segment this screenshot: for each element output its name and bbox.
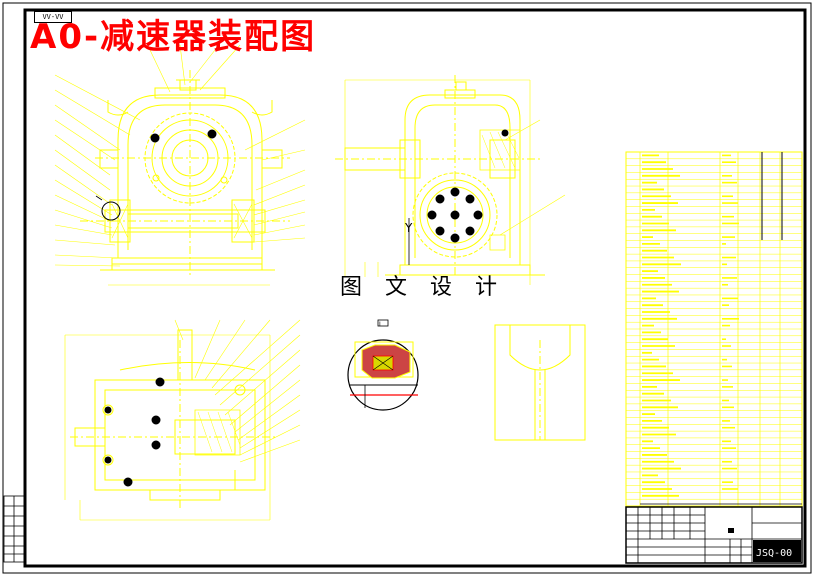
detail-circle-marker: [101, 201, 121, 221]
sheet-border-inner: [23, 8, 807, 568]
drawing-number-cell: [753, 540, 801, 562]
front-view: [54, 44, 306, 286]
bolt-hole-pattern: [427, 129, 509, 243]
sheet-tag: VV-VV: [34, 11, 72, 23]
left-revision-block: [3, 495, 25, 563]
parts-list-table: [625, 151, 803, 507]
top-view: [64, 319, 301, 521]
part-section-view: [494, 324, 586, 441]
watermark-caption: 图 文 设 计: [338, 275, 507, 300]
drawing-title: A0-减速器装配图: [30, 17, 317, 57]
detail-view: I: [347, 319, 419, 411]
section-mark-label: Y: [404, 221, 413, 235]
detail-label: I: [379, 321, 381, 328]
drawing-number: JSQ-00: [756, 548, 793, 559]
title-block-mark: [728, 528, 734, 533]
side-view: [335, 75, 566, 285]
detail-leader: [95, 195, 103, 201]
top-view-dark-holes: [104, 377, 165, 487]
